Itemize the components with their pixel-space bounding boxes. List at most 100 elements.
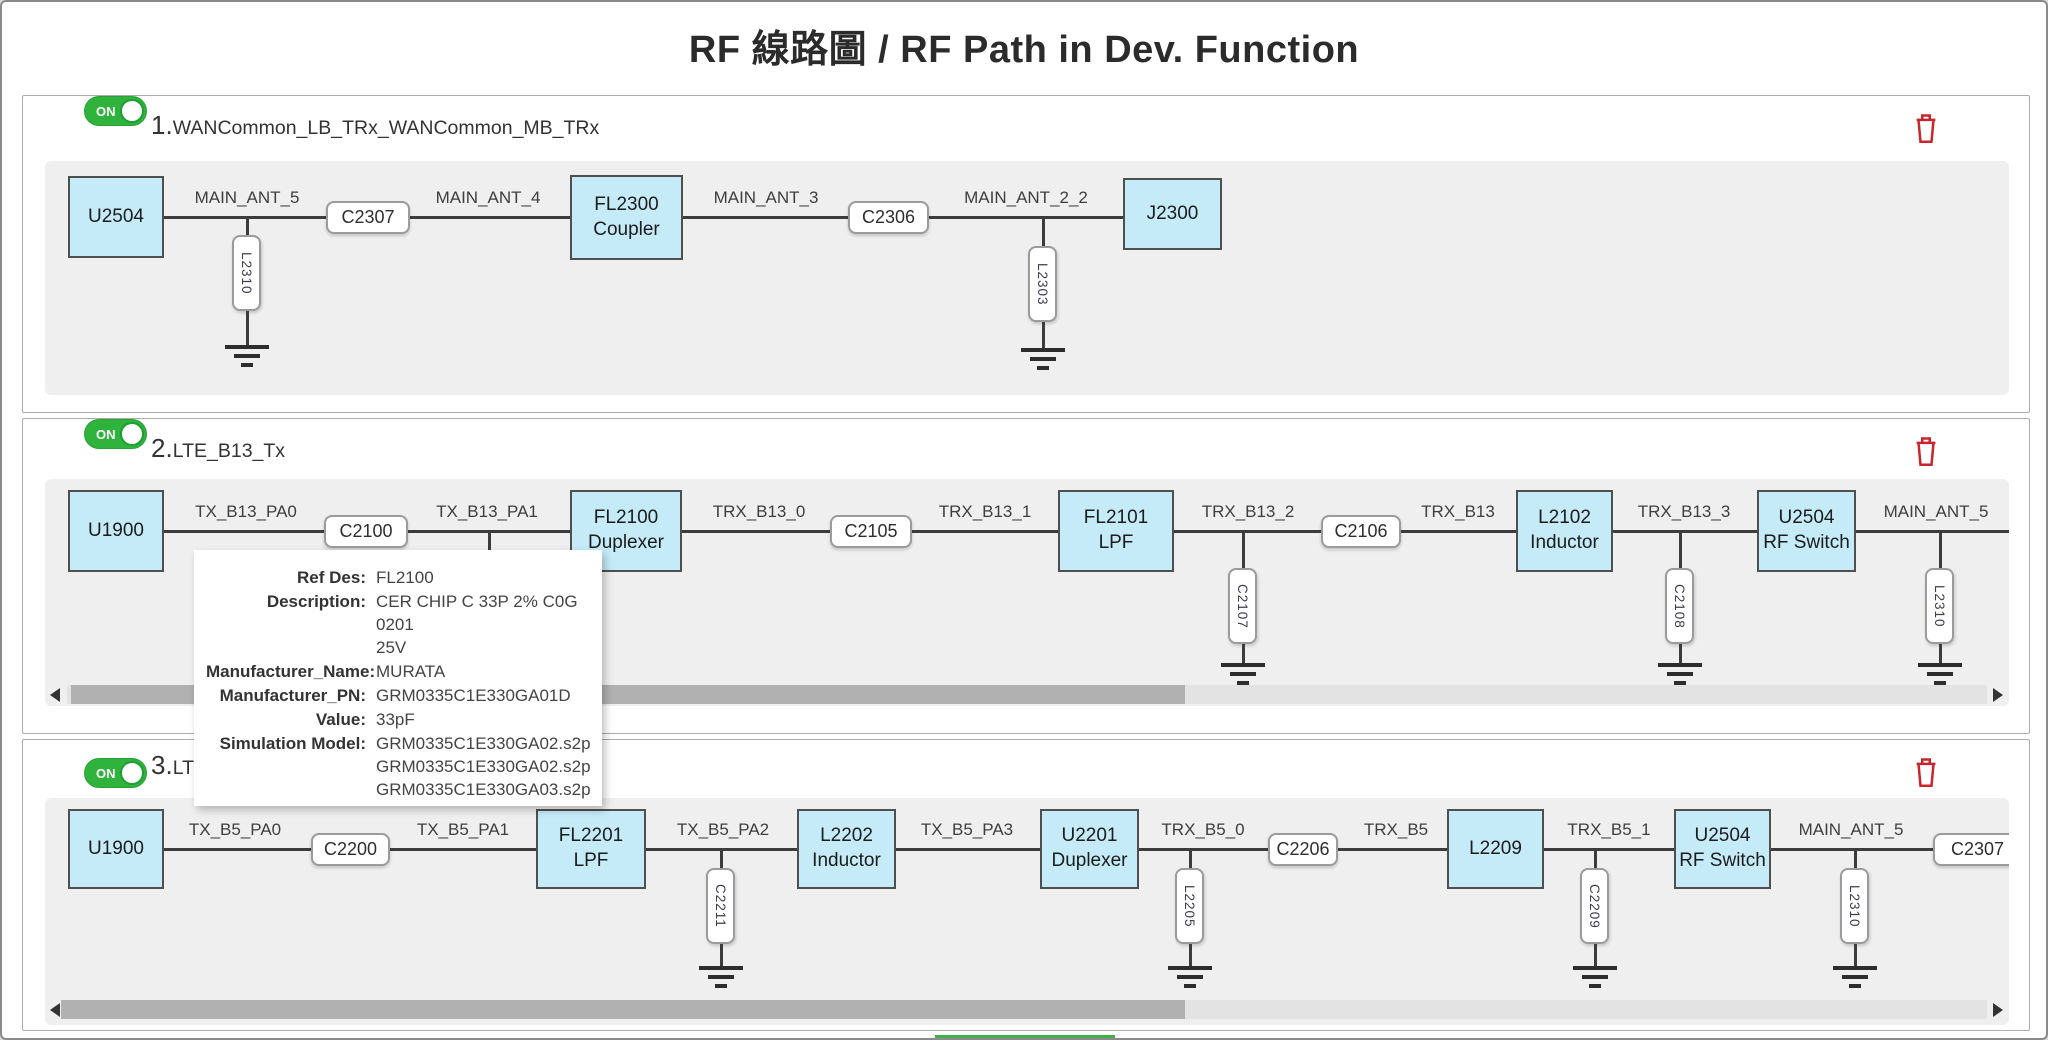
chip-refdes: U2504 (1694, 825, 1751, 847)
chip-J2300[interactable]: J2300 (1123, 178, 1222, 250)
path-2-toggle[interactable]: ON (84, 419, 147, 449)
series-component-C2100[interactable]: C2100 (324, 515, 408, 548)
shunt-component-C2107[interactable]: C2107 (1228, 568, 1257, 644)
shunt-component-L2310[interactable]: L2310 (232, 235, 261, 311)
chip-refdes: FL2201 (558, 825, 624, 847)
series-component-C2307[interactable]: C2307 (326, 201, 410, 234)
chip-type-label: RF Switch (1763, 532, 1850, 553)
ground-bar (715, 984, 727, 988)
ground-bar (1021, 348, 1065, 352)
tooltip-row: Value:33pF (206, 708, 584, 731)
chip-type-label: RF Switch (1679, 850, 1766, 871)
tooltip-label: Manufacturer_Name: (206, 662, 376, 681)
shunt-label: L2310 (239, 251, 254, 295)
chip-refdes: U1900 (88, 837, 144, 859)
shunt-component-L2205[interactable]: L2205 (1175, 868, 1204, 944)
path-1-toggle[interactable]: ON (84, 96, 147, 126)
chip-U1900[interactable]: U1900 (68, 809, 164, 889)
ground-bar (1927, 672, 1953, 676)
scroll-right-arrow-icon[interactable] (1993, 688, 2003, 702)
chip-refdes: L2209 (1469, 837, 1522, 859)
toggle-on-label: ON (96, 104, 116, 119)
shunt-label: C2108 (1672, 583, 1687, 629)
ground-bar (1842, 975, 1868, 979)
series-component-C2306[interactable]: C2306 (848, 201, 929, 234)
tooltip-row: Manufacturer_PN:GRM0335C1E330GA01D (206, 684, 584, 707)
chip-U2504[interactable]: U2504 RF Switch (1674, 809, 1771, 889)
chip-refdes: U2504 (88, 205, 144, 227)
series-component-C2307[interactable]: C2307 (1933, 833, 2009, 866)
delete-path-1-button trash-icon[interactable] (1911, 110, 1941, 146)
scroll-left-arrow-icon[interactable] (50, 688, 60, 702)
shunt-label: C2107 (1235, 583, 1250, 629)
tooltip-label: Simulation Model: (219, 734, 366, 753)
shunt-stub (720, 849, 723, 868)
shunt-stub (1939, 531, 1942, 568)
chip-U2504[interactable]: U2504 (68, 176, 164, 258)
ground-bar (1589, 984, 1601, 988)
ground-bar (1221, 663, 1265, 667)
chip-U1900[interactable]: U1900 (68, 490, 164, 572)
delete-path-2-button trash-icon[interactable] (1911, 433, 1941, 469)
ground-stem (720, 944, 723, 966)
ground-bar (1037, 366, 1049, 370)
chip-refdes: U1900 (88, 519, 144, 541)
chip-refdes: J2300 (1146, 202, 1199, 224)
tooltip-row: Manufacturer_Name:MURATA (206, 660, 584, 683)
series-component-C2106[interactable]: C2106 (1321, 515, 1401, 548)
shunt-stub (1679, 531, 1682, 568)
shunt-component-C2108[interactable]: C2108 (1665, 568, 1694, 644)
scroll-left-arrow-icon[interactable] (50, 1003, 60, 1017)
shunt-stub (1242, 531, 1245, 568)
shunt-component-C2211[interactable]: C2211 (706, 868, 735, 944)
chip-L2209[interactable]: L2209 (1447, 809, 1544, 889)
series-component-C2200[interactable]: C2200 (311, 833, 390, 866)
ground-bar (1667, 672, 1693, 676)
shunt-component-L2310[interactable]: L2310 (1925, 568, 1954, 644)
tooltip-value: 33pF (376, 708, 415, 731)
shunt-component-C2209[interactable]: C2209 (1580, 868, 1609, 944)
tooltip-value-line: GRM0335C1E330GA03.s2p (376, 780, 591, 799)
ground-icon (1833, 966, 1877, 988)
net-label-TX_B5_PA3: TX_B5_PA3 (920, 820, 1014, 839)
shunt-component-L2303[interactable]: L2303 (1028, 246, 1057, 322)
ground-bar (708, 975, 734, 979)
net-label-TX_B13_PA1: TX_B13_PA1 (436, 502, 538, 521)
path-panel-1: ON 1.WANCommon_LB_TRx_WANCommon_MB_TRx U… (22, 95, 2030, 413)
chip-type-label: Duplexer (587, 532, 665, 553)
scroll-right-arrow-icon[interactable] (1993, 1003, 2003, 1017)
ground-bar (1573, 966, 1617, 970)
chip-type-label: LPF (1098, 532, 1134, 553)
series-component-C2105[interactable]: C2105 (830, 515, 912, 548)
ground-stem (246, 311, 249, 345)
tooltip-value-line: FL2100 (376, 568, 434, 587)
chip-U2504[interactable]: U2504 RF Switch (1757, 490, 1856, 572)
toggle-knob (120, 99, 144, 123)
h-scrollbar-thumb[interactable] (61, 1000, 1185, 1019)
path-3-toggle[interactable]: ON (84, 758, 147, 788)
chip-refdes: L2202 (820, 825, 873, 847)
tooltip-value-line: GRM0335C1E330GA02.s2p (376, 734, 591, 753)
net-label-TRX_B5_0: TRX_B5_0 (1161, 820, 1245, 839)
series-component-C2206[interactable]: C2206 (1268, 833, 1338, 866)
tooltip-row: Ref Des: FL2100 (206, 566, 584, 589)
shunt-label: L2310 (1932, 584, 1947, 628)
shunt-component-L2310[interactable]: L2310 (1840, 868, 1869, 944)
chip-refdes: U2504 (1778, 507, 1835, 529)
chip-type-label: Duplexer (1051, 850, 1128, 871)
ground-bar (1230, 672, 1256, 676)
delete-path-3-button trash-icon[interactable] (1911, 754, 1941, 790)
ground-bar (1833, 966, 1877, 970)
tooltip-label: Ref Des: (297, 568, 366, 587)
